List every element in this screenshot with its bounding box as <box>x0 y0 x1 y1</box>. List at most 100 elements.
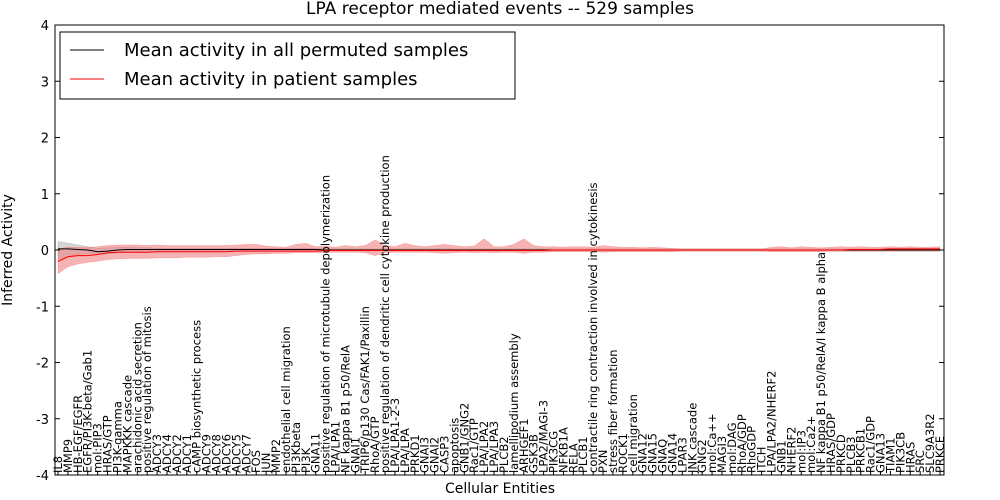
x-entity-label: RELA <box>566 443 580 473</box>
x-entity-label: LPA/LPA <box>398 428 412 473</box>
x-entity-label: mol:Ca++ <box>705 413 719 473</box>
x-entity-label: NF kappa B1 p50/RelA <box>338 345 352 473</box>
x-entity-label: HRAS <box>903 442 917 473</box>
x-entity-label: ADCY4 <box>160 434 174 473</box>
x-entity-label: PRKCE <box>933 436 947 473</box>
x-entity-label: ADCY5 <box>229 434 243 473</box>
x-axis-title: Cellular Entities <box>445 481 555 497</box>
x-entity-label: CASP3 <box>437 436 451 473</box>
x-entity-label: GNA15 <box>646 433 660 473</box>
y-tick-label: 2 <box>41 132 49 147</box>
x-entity-label: GNB1 <box>774 440 788 473</box>
x-entity-label: MMP9 <box>61 439 75 473</box>
x-entity-label: ADCY7 <box>239 434 253 473</box>
x-entity-label: GNAQ <box>656 439 670 473</box>
x-entity-label: endothelial cell migration <box>279 326 293 473</box>
y-axis-title: Inferred Activity <box>0 194 16 306</box>
x-entity-label: LPA/LPA3 <box>487 421 501 473</box>
band-patient <box>57 238 941 275</box>
x-entity-label: ARHGEF1 <box>517 418 531 473</box>
x-entity-label: contractile ring contraction involved in… <box>586 182 600 473</box>
x-entity-label: ADCY2 <box>170 434 184 473</box>
x-entity-label: positive regulation of microtubule depol… <box>319 175 333 473</box>
x-entity-label: RhoA/GDP <box>735 414 749 473</box>
x-entity-label: ADCY1 <box>180 434 194 473</box>
x-entity-label: mol:Ca2+ <box>804 416 818 473</box>
x-entity-label: positive regulation of dendritic cell cy… <box>378 155 392 473</box>
x-entity-label: PRKCB1 <box>854 428 868 473</box>
x-entity-label: ADCY9 <box>200 434 214 473</box>
x-entity-label: ADCY3 <box>150 434 164 473</box>
x-entity-label: PRKD1 <box>408 434 422 473</box>
confidence-bands <box>57 238 941 275</box>
x-entity-label: positive regulation of mitosis <box>140 306 154 473</box>
x-entity-label: apoptosis <box>447 418 461 473</box>
chart-title: LPA receptor mediated events -- 529 samp… <box>306 0 694 19</box>
x-entity-label: GNAI2 <box>428 437 442 473</box>
legend-label-permuted: Mean activity in all permuted samples <box>124 40 468 61</box>
x-entity-label: ROCK1 <box>616 433 630 473</box>
x-entity-label: LPA2/MAGI-3 <box>537 400 551 473</box>
x-entity-label: cAMP biosynthetic process <box>190 320 204 473</box>
x-entity-label: Rac1/GTP <box>467 418 481 473</box>
x-entity-label: stress fiber formation <box>606 349 620 473</box>
x-entity-label: SRC <box>913 450 927 473</box>
x-entity-label: PIK3CG <box>547 431 561 473</box>
x-entity-label: arachidonic acid secretion <box>130 322 144 473</box>
x-entity-label: MAPKKK cascade <box>120 375 134 473</box>
y-tick-label: -1 <box>36 300 49 315</box>
x-entity-label: mol:PIP3 <box>91 423 105 473</box>
x-entity-label: ADCY6 <box>219 434 233 473</box>
x-entity-label: LPA/LPA1-2-3 <box>388 398 402 473</box>
x-entity-label: PI3K-gamma <box>110 401 124 473</box>
x-entity-label: PLCB1 <box>576 436 590 473</box>
x-entity-label: ITCH <box>755 447 769 473</box>
x-entity-label: GSK3B <box>527 434 541 473</box>
x-entity-label: cell migration <box>626 394 640 473</box>
x-entity-label: GNG2 <box>695 439 709 473</box>
x-entity-label: NHERF2 <box>784 427 798 473</box>
x-entity-label: EGFR/PI3K-beta/Gab1 <box>81 350 95 473</box>
y-tick-label: -3 <box>36 413 49 428</box>
x-entity-label: GNB1/GNG2 <box>457 403 471 473</box>
x-entity-label: mol:IP3 <box>794 430 808 473</box>
series-lines <box>57 248 940 262</box>
x-entity-label: SLC9A3R2 <box>923 413 937 473</box>
x-entity-label: Rac1/GDP <box>864 416 878 473</box>
x-entity-label: mol:DAG <box>725 422 739 473</box>
y-tick-label: 4 <box>41 19 49 34</box>
x-entity-label: LPA/LPA2/NHERF2 <box>765 371 779 473</box>
x-entity-label: GNAI1 <box>348 437 362 473</box>
legend-box <box>59 31 516 100</box>
x-entity-label: PLCB2 <box>497 436 511 473</box>
legend-label-patient: Mean activity in patient samples <box>124 69 418 90</box>
x-entity-label: ADCY8 <box>210 434 224 473</box>
x-entity-label: PRKCD <box>834 434 848 473</box>
x-entity-label: TIAM1 <box>883 437 897 474</box>
x-entity-label: GNA11 <box>309 433 323 473</box>
x-entity-label: MAGI3 <box>715 436 729 473</box>
x-entity-label: RhoGDP <box>745 426 759 473</box>
x-entity-label: GNA14 <box>665 433 679 473</box>
x-axis-entity-labels: IL8MMP9HB-EGF/EGFREGFR/PI3K-beta/Gab1mol… <box>51 155 947 475</box>
y-tick-label: 1 <box>41 188 49 203</box>
x-entity-label: TRIP6/p130 Cas/FAK1/Paxillin <box>358 306 372 474</box>
x-entity-label: NF kappa B1 p50/RelA/I kappa B alpha <box>814 252 828 473</box>
y-tick-label: -2 <box>36 357 49 372</box>
x-entity-label: PI3K <box>299 447 313 473</box>
y-tick-label: 0 <box>41 244 49 259</box>
x-entity-label: HRAS/GTP <box>101 415 115 473</box>
x-entity-label: JNK cascade <box>685 403 699 474</box>
y-tick-label: -4 <box>36 469 49 484</box>
x-entity-label: GNAI3 <box>418 437 432 473</box>
plot-frame <box>54 24 945 476</box>
x-entity-label: GNA13 <box>874 433 888 473</box>
x-entity-label: GNA12 <box>636 433 650 473</box>
x-entity-label: HB-EGF/EGFR <box>71 395 85 473</box>
x-entity-label: HRAS/GDP <box>824 413 838 473</box>
x-entity-label: LPA/LPA1 <box>328 421 342 473</box>
x-entity-label: RhoA/GTP <box>368 416 382 473</box>
legend: Mean activity in all permuted samples Me… <box>59 31 516 100</box>
